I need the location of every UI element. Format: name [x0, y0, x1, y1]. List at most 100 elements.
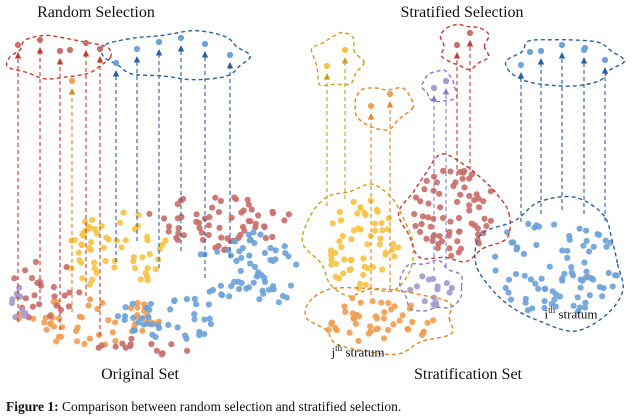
right-red-stratum-point — [430, 215, 437, 222]
right-blue-stratum-point — [594, 231, 601, 238]
left-blue-bottom-point — [147, 300, 154, 308]
left-orange-bottom-point — [112, 319, 119, 326]
left-yellow-point — [89, 216, 96, 223]
right-yellow-stratum-point — [371, 220, 378, 227]
figure-canvas — [5, 23, 626, 358]
left-red-left-point — [63, 264, 70, 271]
right-purple-stratum-point — [421, 298, 428, 305]
right-orange-stratum-point — [396, 317, 403, 324]
selected-point — [36, 36, 44, 44]
left-red-top-point — [215, 209, 222, 216]
right-blue-selection-dot — [526, 48, 534, 56]
left-yellow-point — [88, 239, 95, 246]
left-blue-bottom-point — [193, 301, 200, 308]
left-blue-right-point — [293, 261, 300, 268]
right-red-stratum-point — [438, 238, 445, 245]
right-orange-stratum-point — [388, 306, 395, 313]
left-blue-bottom-point — [183, 296, 190, 303]
right-blue-stratum-point — [533, 222, 540, 229]
cluster-right-purple-stratum — [407, 273, 455, 309]
right-blue-stratum-point — [581, 304, 589, 311]
left-red-left-point — [46, 313, 54, 320]
right-blue-stratum-point — [568, 264, 575, 271]
right-blue-stratum-point — [609, 283, 616, 290]
selected-point — [580, 46, 588, 54]
selected-point — [367, 102, 375, 110]
left-blue-bottom-point — [129, 300, 136, 307]
right-red-stratum-point — [468, 220, 475, 227]
left-orange-bottom-point — [51, 323, 58, 330]
right-red-stratum-point — [481, 215, 488, 222]
left-blue-right-point — [245, 231, 252, 238]
selected-point — [537, 47, 545, 55]
right-orange-stratum-point — [424, 319, 431, 326]
left-red-bottom-point — [122, 344, 129, 351]
right-orange-stratum-point — [367, 323, 374, 330]
left-yellow-point — [78, 259, 85, 266]
right-red-stratum-point — [430, 233, 437, 240]
j-stratum-sup: th — [335, 343, 343, 353]
right-blue-stratum-point — [504, 229, 511, 236]
caption-text: Comparison between random selection and … — [58, 399, 402, 414]
right-blue-stratum-point — [590, 243, 597, 250]
left-orange-bottom-point — [74, 338, 81, 345]
left-red-top-point — [175, 230, 182, 237]
left-blue-right-point — [226, 293, 233, 300]
right-blue-stratum-point — [585, 274, 592, 281]
right-yellow-stratum-point — [328, 256, 335, 263]
right-yellow-stratum-point — [364, 241, 371, 248]
right-orange-stratum-point — [385, 300, 392, 307]
right-red-stratum-point — [447, 218, 454, 225]
stratification-set-label: Stratification Set — [414, 366, 522, 383]
right-orange-stratum-point — [325, 326, 332, 333]
right-yellow-stratum-point — [346, 266, 353, 274]
left-yellow-point — [103, 234, 110, 241]
left-red-top-point — [209, 204, 216, 211]
left-red-top-point — [174, 201, 181, 208]
left-red-top-point — [228, 214, 235, 221]
left-blue-right-point — [231, 278, 238, 286]
right-red-stratum-point — [423, 177, 430, 184]
arrow-head — [367, 113, 375, 120]
left-yellow-point — [102, 257, 109, 264]
right-blue-stratum-point — [569, 272, 577, 279]
left-blue-right-point — [233, 257, 240, 264]
right-blue-stratum-point — [541, 298, 548, 305]
left-red-left-point — [31, 292, 38, 299]
right-orange-stratum-point — [355, 337, 362, 344]
right-orange-stratum-point — [378, 299, 385, 306]
right-red-stratum-point — [425, 200, 432, 207]
arrow-head — [517, 72, 525, 79]
right-yellow-stratum-point — [332, 273, 339, 280]
arrow-head — [537, 58, 545, 65]
right-red-stratum-point — [466, 207, 473, 214]
left-blue-right-point — [250, 229, 257, 236]
left-blue-right-point — [279, 292, 287, 299]
right-yellow-stratum-point — [340, 270, 347, 277]
right-orange-stratum-point — [350, 315, 358, 322]
left-orange-bottom-point — [105, 317, 112, 324]
right-red-stratum-outline-outline — [397, 153, 511, 263]
left-orange-bottom-point — [55, 315, 63, 322]
left-blue-bottom-point — [155, 322, 162, 329]
left-blue-right-point — [253, 273, 260, 280]
left-blue-bottom-point — [114, 313, 122, 320]
left-yellow-point — [82, 218, 89, 225]
selected-point — [386, 90, 394, 98]
left-yellow-point — [132, 265, 139, 272]
arrow-head — [36, 47, 44, 54]
cluster-left-purple — [8, 284, 29, 321]
left-red-bottom-point — [112, 343, 119, 350]
left-blue-right-point — [261, 249, 268, 257]
right-blue-stratum-point — [506, 276, 513, 283]
right-yellow-stratum-point — [337, 217, 345, 224]
left-blue-right-point — [214, 248, 221, 255]
right-red-stratum-point — [474, 225, 481, 232]
left-red-top-point — [218, 234, 225, 241]
right-yellow-stratum-point — [341, 256, 348, 263]
left-red-left-point — [65, 303, 72, 310]
left-red-top-point — [212, 194, 219, 201]
right-blue-stratum-point — [612, 272, 619, 279]
right-yellow-stratum-point — [327, 251, 335, 258]
left-blue-bottom-point — [207, 320, 214, 328]
